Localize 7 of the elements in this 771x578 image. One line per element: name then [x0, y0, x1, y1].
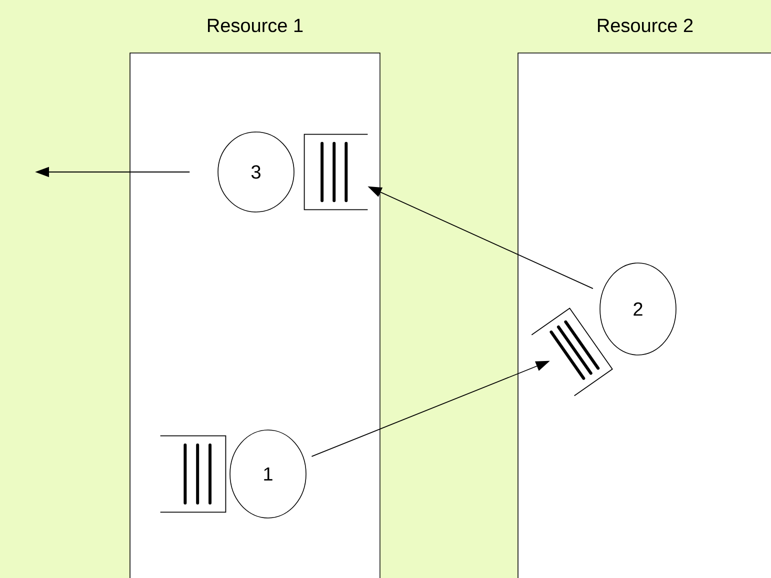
swimlane	[130, 52, 380, 578]
queue-symbol	[531, 308, 613, 396]
lane-heading: Resource 1	[208, 18, 303, 32]
queue-symbol	[304, 134, 368, 210]
swimlane	[518, 52, 771, 578]
queue-symbol	[160, 435, 226, 513]
lane-heading: Resource 2	[598, 18, 693, 32]
